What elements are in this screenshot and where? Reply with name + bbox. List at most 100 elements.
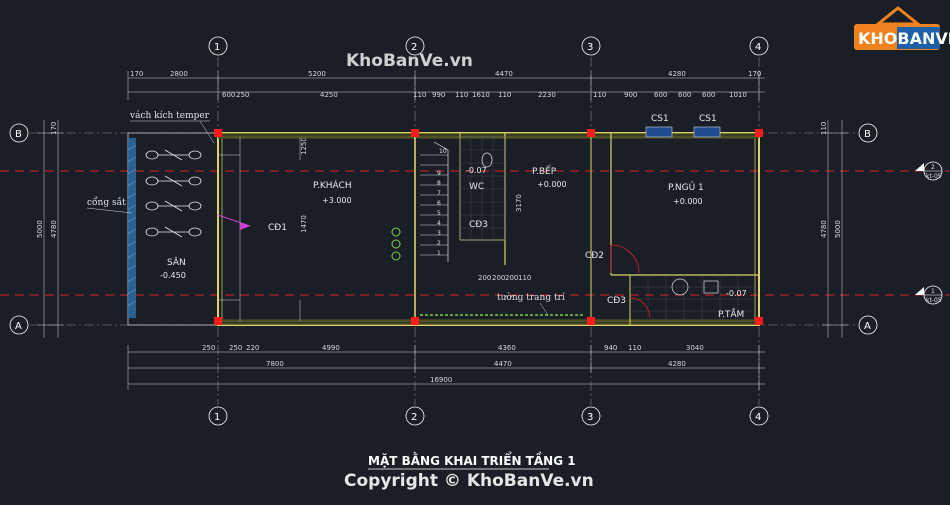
svg-text:3040: 3040 [686, 344, 704, 352]
staircase: 10 9 8 7 6 5 4 3 2 1 [391, 141, 449, 262]
svg-text:kt-05: kt-05 [926, 173, 942, 180]
svg-text:600: 600 [222, 91, 235, 99]
khobanve-logo: KHOBANVE [854, 6, 950, 50]
note-deco-wall: tường trang trí [497, 292, 565, 303]
grid-axis-lines [30, 57, 858, 405]
doors: CĐ1 CĐ2 CĐ3 [217, 214, 651, 319]
svg-text:110: 110 [628, 344, 641, 352]
svg-text:4780: 4780 [820, 220, 828, 238]
svg-text:170: 170 [50, 122, 58, 135]
dimension-lines [38, 71, 848, 390]
door-cd3-wc: CĐ3 [469, 220, 488, 230]
svg-text:2: 2 [437, 240, 441, 247]
svg-text:5: 5 [437, 210, 441, 217]
bath-fixture-icon [671, 278, 689, 296]
svg-text:4280: 4280 [668, 70, 686, 78]
wc-name: WC [469, 182, 484, 192]
svg-text:5000: 5000 [834, 220, 842, 238]
svg-text:4990: 4990 [322, 344, 340, 352]
dims-sides: 5000 4780 170 4780 5000 110 3170 1470 12… [36, 122, 842, 282]
window-cs1-a: CS1 [651, 114, 669, 124]
door-cd2: CĐ2 [585, 251, 604, 261]
svg-text:1610: 1610 [472, 91, 490, 99]
axis-bubbles: 1 2 3 4 1 2 3 4 B A B A [9, 36, 878, 426]
svg-text:9: 9 [437, 170, 441, 177]
watermark-top: KhoBanVe.vn [346, 51, 473, 71]
svg-text:6: 6 [437, 200, 441, 207]
axis-2-bottom: 2 [411, 412, 417, 423]
copyright-text: Copyright © KhoBanVe.vn [344, 471, 594, 491]
svg-text:4: 4 [437, 220, 441, 227]
svg-text:110: 110 [455, 91, 468, 99]
bath-level: -0.07 [726, 289, 747, 298]
svg-text:1: 1 [931, 288, 935, 295]
svg-text:110: 110 [820, 122, 828, 135]
bedroom-name: P.NGỦ 1 [668, 181, 704, 193]
axis-2-top: 2 [411, 42, 417, 53]
axis-a-left: A [15, 321, 22, 332]
axis-4-bottom: 4 [755, 412, 761, 423]
wc-room: -0.07 WC CĐ3 [459, 136, 506, 241]
living-name: P.KHÁCH [313, 179, 352, 191]
axis-b-right: B [864, 129, 871, 140]
svg-text:600: 600 [678, 91, 691, 99]
svg-text:110: 110 [498, 91, 511, 99]
living-level: +3.000 [322, 196, 352, 205]
svg-text:600: 600 [702, 91, 715, 99]
svg-text:8: 8 [437, 180, 441, 187]
svg-text:110: 110 [593, 91, 606, 99]
kitchen-level: +0.000 [537, 180, 567, 189]
axis-b-left: B [15, 129, 22, 140]
svg-text:200: 200 [492, 274, 505, 282]
svg-text:990: 990 [432, 91, 445, 99]
plant-icons [391, 227, 401, 261]
svg-text:4250: 4250 [320, 91, 338, 99]
svg-text:2: 2 [931, 164, 935, 171]
room-labels: P.KHÁCH +3.000 P.BẾP +0.000 P.NGỦ 1 +0.0… [313, 165, 704, 206]
kitchen-name: P.BẾP [532, 165, 557, 177]
svg-text:200: 200 [478, 274, 491, 282]
svg-text:900: 900 [624, 91, 637, 99]
door-cd3: CĐ3 [607, 296, 626, 306]
yard-level: -0.450 [160, 271, 186, 280]
section-marker-1: 1 kt-05 [915, 285, 943, 305]
annotations: vách kích temper cổng sắt [86, 110, 215, 214]
svg-text:4280: 4280 [668, 360, 686, 368]
svg-text:1010: 1010 [729, 91, 747, 99]
svg-text:kt-05: kt-05 [926, 297, 942, 304]
yard-area: SÂN -0.450 [127, 132, 219, 326]
note-iron-gate: cổng sắt [87, 196, 126, 208]
bath-name: P.TẮM [718, 307, 744, 320]
door-cd1: CĐ1 [268, 223, 287, 233]
svg-text:10: 10 [439, 148, 447, 155]
svg-text:2800: 2800 [170, 70, 188, 78]
svg-text:5000: 5000 [36, 220, 44, 238]
drawing-title: MẶT BẰNG KHAI TRIỂN TẦNG 1 [368, 451, 576, 468]
bathroom: -0.07 P.TẮM [630, 275, 755, 321]
axis-4-top: 4 [755, 42, 761, 53]
svg-text:2230: 2230 [538, 91, 556, 99]
dims-bottom: 250 250 220 4990 4360 940 110 3040 7800 … [202, 344, 704, 384]
svg-text:4470: 4470 [495, 70, 513, 78]
svg-text:7: 7 [437, 190, 441, 197]
yard-name: SÂN [167, 256, 186, 268]
axis-1-bottom: 1 [214, 412, 220, 423]
svg-text:220: 220 [246, 344, 259, 352]
svg-text:4360: 4360 [498, 344, 516, 352]
axis-3-top: 3 [587, 42, 593, 53]
note-glass-wall: vách kích temper [129, 110, 210, 121]
axis-1-top: 1 [214, 42, 220, 53]
logo-text: KHOBANVE [858, 29, 950, 48]
svg-text:250: 250 [202, 344, 215, 352]
sink-icon [703, 280, 719, 294]
windows: CS1 CS1 [645, 114, 721, 138]
svg-text:170: 170 [748, 70, 761, 78]
svg-text:250: 250 [236, 91, 249, 99]
motorbike-icons [145, 149, 202, 238]
window-cs1-b: CS1 [699, 114, 717, 124]
iron-gate-hatch [128, 138, 136, 318]
svg-text:16900: 16900 [430, 376, 452, 384]
dims-top: 170 2800 5200 4470 4280 170 600 250 4250… [130, 70, 761, 99]
svg-text:3170: 3170 [515, 194, 523, 212]
